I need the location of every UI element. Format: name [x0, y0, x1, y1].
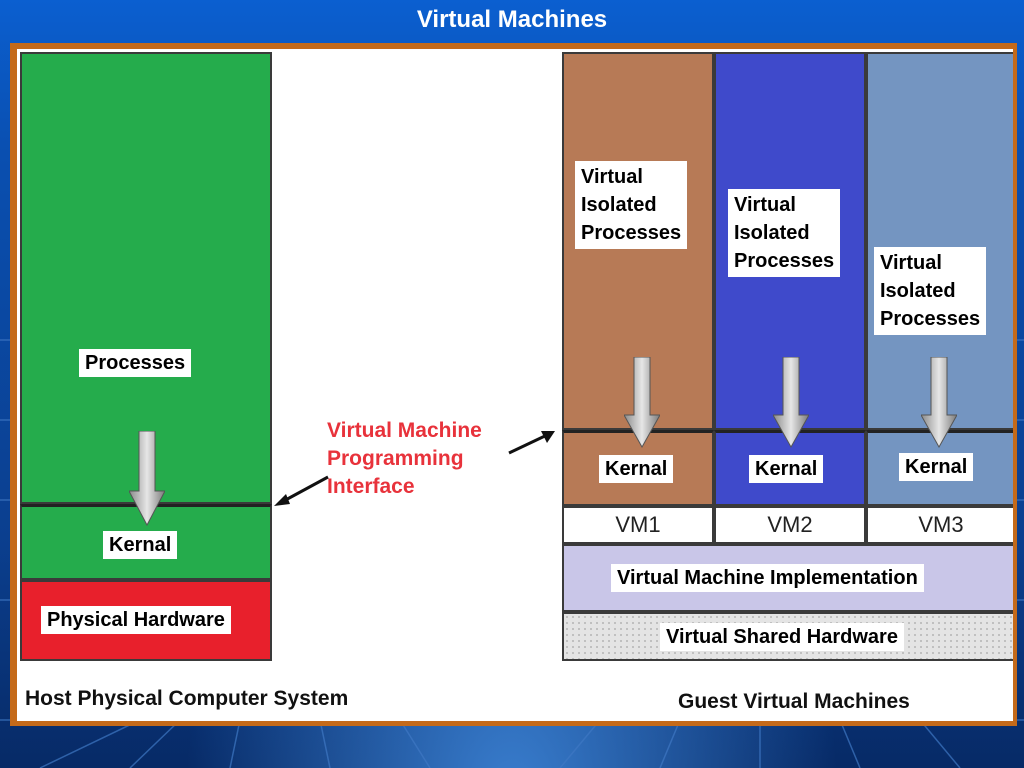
- vm2-down-arrow-icon: [773, 357, 809, 449]
- vm-implementation-label: Virtual Machine Implementation: [611, 564, 924, 592]
- vm2-name: VM2: [767, 512, 813, 537]
- vm3-kernel-label: Kernal: [899, 453, 974, 481]
- vm1-down-arrow-icon: [624, 357, 660, 449]
- slide-title: Virtual Machines: [416, 6, 608, 33]
- vm3-processes-label: Virtual Isolated Processes: [874, 247, 987, 335]
- vm3-down-arrow-icon: [921, 357, 957, 449]
- diagram-panel: Processes Kernal Physical Hardware Virtu…: [17, 49, 1013, 721]
- host-down-arrow-icon: [129, 431, 165, 527]
- interface-arrow-left-icon: [274, 475, 329, 506]
- vm1-processes-label: Virtual Isolated Processes: [575, 161, 688, 249]
- vm2-name-cell: VM2: [714, 506, 866, 544]
- host-hardware-label: Physical Hardware: [41, 606, 231, 634]
- virtual-shared-hardware-label: Virtual Shared Hardware: [660, 623, 904, 651]
- vm-programming-interface-label: Virtual Machine Programming Interface: [327, 419, 482, 498]
- vm1-name-cell: VM1: [562, 506, 714, 544]
- vm1-name: VM1: [615, 512, 661, 537]
- vm3-name: VM3: [918, 512, 964, 537]
- host-kernel-label: Kernal: [103, 531, 178, 559]
- guest-caption: Guest Virtual Machines: [678, 690, 910, 713]
- vm3-name-cell: VM3: [866, 506, 1013, 544]
- host-caption: Host Physical Computer System: [25, 687, 349, 710]
- interface-arrow-right-icon: [508, 431, 555, 455]
- vm1-kernel-label: Kernal: [599, 455, 674, 483]
- vm2-kernel-label: Kernal: [749, 455, 824, 483]
- host-processes-label: Processes: [79, 349, 192, 377]
- vm2-processes-label: Virtual Isolated Processes: [728, 189, 841, 277]
- host-processes-block: [20, 52, 272, 504]
